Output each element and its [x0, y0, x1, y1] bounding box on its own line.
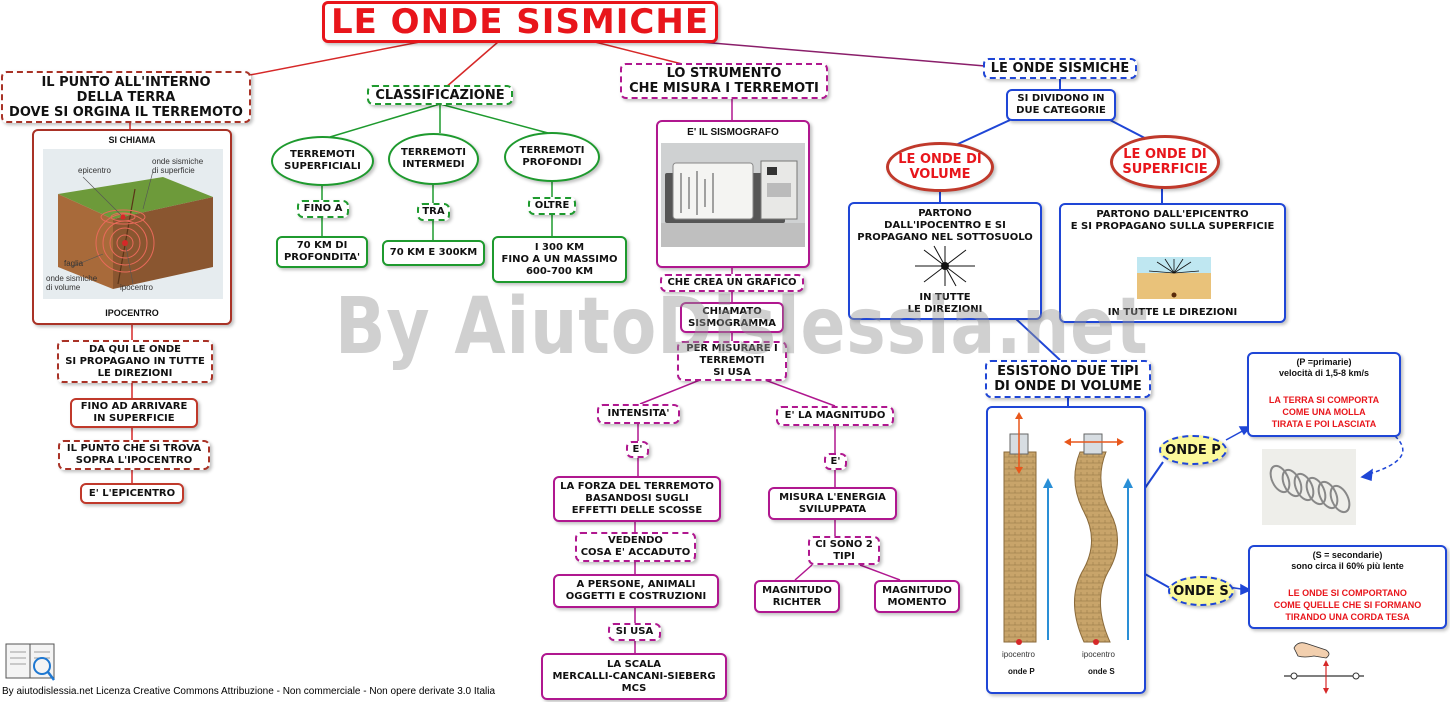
- main-title: LE ONDE SISMICHE: [322, 1, 718, 43]
- richter-node: MAGNITUDO RICHTER: [754, 580, 840, 613]
- sismografo-panel: E' IL SISMOGRAFO: [656, 120, 810, 268]
- ipocentro-label: IPOCENTRO: [105, 308, 159, 318]
- superficie-burst-icon: [1137, 257, 1211, 299]
- value-intermedi: 70 KM E 300KM: [382, 240, 485, 266]
- left-header: IL PUNTO ALL'INTERNO DELLA TERRA DOVE SI…: [1, 71, 251, 123]
- volume-caption: onde sismiche di volume: [46, 274, 98, 292]
- book-logo-icon: [5, 643, 55, 681]
- step-superficie: FINO AD ARRIVARE IN SUPERFICIE: [70, 398, 198, 428]
- momento-node: MAGNITUDO MOMENTO: [874, 580, 960, 613]
- onde-s-caption: onde S: [1088, 667, 1115, 676]
- class-header: CLASSIFICAZIONE: [367, 85, 513, 105]
- si-chiama-label: SI CHIAMA: [108, 135, 156, 145]
- step-sopra-ipocentro: IL PUNTO CHE SI TROVA SOPRA L'IPOCENTRO: [58, 440, 210, 470]
- energia-node: MISURA L'ENERGIA SVILUPPATA: [768, 487, 897, 520]
- ipocentro-caption: ipocentro: [120, 283, 153, 292]
- superficie-panel-top: PARTONO DALL'EPICENTRO E SI PROPAGANO SU…: [1070, 209, 1275, 232]
- volume-panel-top: PARTONO DALL'IPOCENTRO E SI PROPAGANO NE…: [857, 208, 1033, 243]
- s-info-panel: (S = secondarie) sono circa il 60% più l…: [1248, 545, 1447, 629]
- onde-volume-node: LE ONDE DI VOLUME: [886, 142, 994, 192]
- volume-panel: PARTONO DALL'IPOCENTRO E SI PROPAGANO NE…: [848, 202, 1042, 320]
- value-superficiali: 70 KM DI PROFONDITA': [276, 236, 368, 268]
- onde-superficie-node: LE ONDE DI SUPERFICIE: [1110, 135, 1220, 189]
- e-intensita-node: E': [626, 441, 649, 458]
- onde-p-node: ONDE P: [1159, 435, 1227, 465]
- epicentro-caption: epicentro: [78, 166, 111, 175]
- superficie-panel: PARTONO DALL'EPICENTRO E SI PROPAGANO SU…: [1059, 203, 1286, 323]
- si-usa-node: SI USA: [608, 623, 661, 641]
- forza-node: LA FORZA DEL TERREMOTO BASANDOSI SUGLI E…: [553, 476, 721, 522]
- volume-burst-icon: [915, 245, 975, 287]
- step-epicentro: E' L'EPICENTRO: [80, 483, 184, 504]
- due-tipi-volume-node: ESISTONO DUE TIPI DI ONDE DI VOLUME: [985, 360, 1151, 398]
- vedendo-node: VEDENDO COSA E' ACCADUTO: [575, 532, 696, 562]
- scala-node: LA SCALA MERCALLI-CANCANI-SIEBERG MCS: [541, 653, 727, 700]
- ipocentro-p-caption: ipocentro: [1002, 650, 1035, 659]
- step-propagano: DA QUI LE ONDE SI PROPAGANO IN TUTTE LE …: [57, 340, 213, 383]
- intensita-node: INTENSITA': [597, 404, 680, 424]
- spring-image: [1262, 449, 1356, 525]
- p-info-red: LA TERRA SI COMPORTA COME UNA MOLLA TIRA…: [1268, 395, 1380, 429]
- seismograph-image: [661, 143, 805, 247]
- onde-p-caption: onde P: [1008, 667, 1035, 676]
- s-info-head: (S = secondarie) sono circa il 60% più l…: [1291, 550, 1404, 571]
- superficie-panel-bottom: IN TUTTE LE DIREZIONI: [1107, 307, 1238, 318]
- volume-panel-bottom: IN TUTTE LE DIREZIONI: [907, 292, 983, 315]
- s-info-red: LE ONDE SI COMPORTANO COME QUELLE CHE SI…: [1273, 588, 1422, 622]
- persone-node: A PERSONE, ANIMALI OGGETTI E COSTRUZIONI: [553, 574, 719, 608]
- type-superficiali: TERREMOTI SUPERFICIALI: [271, 136, 374, 186]
- p-s-waves-image: [1003, 412, 1133, 645]
- sismografo-label: E' IL SISMOGRAFO: [687, 127, 779, 138]
- type-profondi: TERREMOTI PROFONDI: [504, 132, 600, 182]
- onde-s-node: ONDE S: [1168, 576, 1234, 606]
- grafico-node: CHE CREA UN GRAFICO: [660, 274, 804, 292]
- link-fino-a: FINO A: [297, 200, 349, 218]
- due-tipi-node: CI SONO 2 TIPI: [808, 536, 880, 565]
- dividono-node: SI DIVIDONO IN DUE CATEGORIE: [1006, 89, 1116, 121]
- p-info-head: (P =primarie) velocità di 1,5-8 km/s: [1278, 357, 1370, 378]
- value-profondi: I 300 KM FINO A UN MASSIMO 600-700 KM: [492, 236, 627, 283]
- p-info-panel: (P =primarie) velocità di 1,5-8 km/s LA …: [1247, 352, 1401, 437]
- waves-header: LE ONDE SISMICHE: [983, 58, 1137, 79]
- ipocentro-s-caption: ipocentro: [1082, 650, 1115, 659]
- link-oltre: OLTRE: [528, 197, 576, 215]
- rope-hand-image: [1284, 642, 1364, 694]
- faglia-caption: faglia: [64, 259, 84, 268]
- link-tra: TRA: [417, 203, 450, 221]
- instr-header: LO STRUMENTO CHE MISURA I TERREMOTI: [620, 63, 828, 99]
- superficie-caption: onde sismiche di superficie: [152, 157, 204, 175]
- license-footer: By aiutodislessia.net Licenza Creative C…: [2, 686, 496, 697]
- sismogramma-node: CHIAMATO SISMOGRAMMA: [680, 302, 784, 333]
- misurare-node: PER MISURARE I TERREMOTI SI USA: [677, 341, 787, 381]
- magnitudo-node: E' LA MAGNITUDO: [776, 406, 894, 426]
- earth-block-image: [43, 149, 223, 299]
- hypocenter-panel: SI CHIAMA epicentro onde sismiche di sup…: [32, 129, 232, 325]
- e-magnitudo-node: E': [824, 453, 847, 470]
- type-intermedi: TERREMOTI INTERMEDI: [388, 133, 479, 185]
- waves-columns-panel: ipocentro onde P ipocentro onde S: [986, 406, 1146, 694]
